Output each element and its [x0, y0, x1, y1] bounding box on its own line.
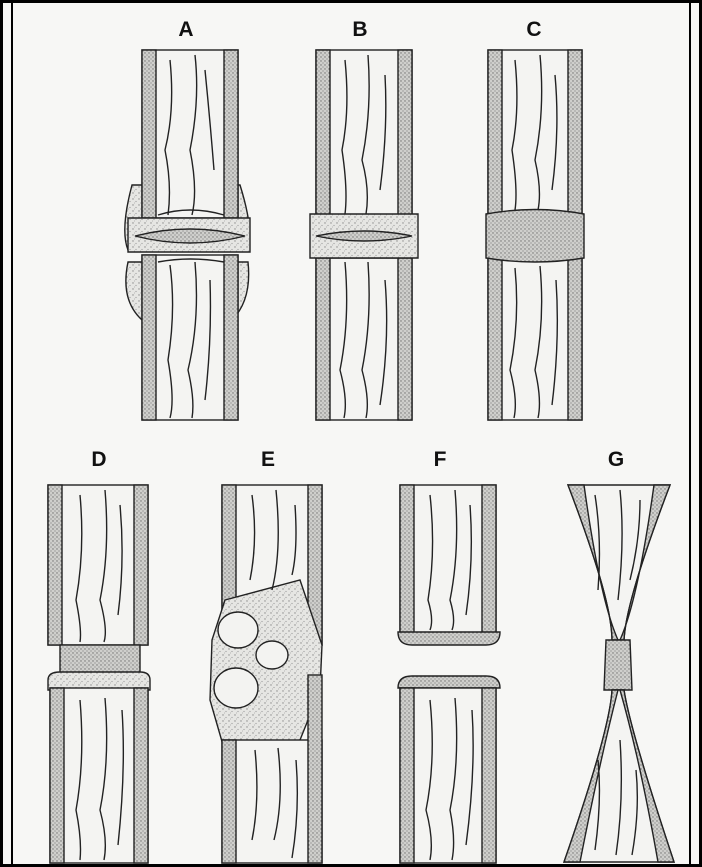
panel-label-a: A: [166, 18, 206, 42]
panel-b-drawing: [310, 50, 418, 420]
panel-label-f: F: [420, 448, 460, 472]
panel-a-drawing: [125, 50, 250, 420]
panel-f-drawing: [398, 485, 500, 863]
panel-label-d: D: [79, 448, 119, 472]
panel-label-g: G: [596, 448, 636, 472]
panel-d-drawing: [48, 485, 150, 863]
panel-label-c: C: [514, 18, 554, 42]
panel-g-drawing: [564, 485, 674, 862]
panel-c-drawing: [486, 50, 584, 420]
panel-label-b: B: [340, 18, 380, 42]
panel-e-drawing: [210, 485, 322, 863]
panel-label-e: E: [248, 448, 288, 472]
